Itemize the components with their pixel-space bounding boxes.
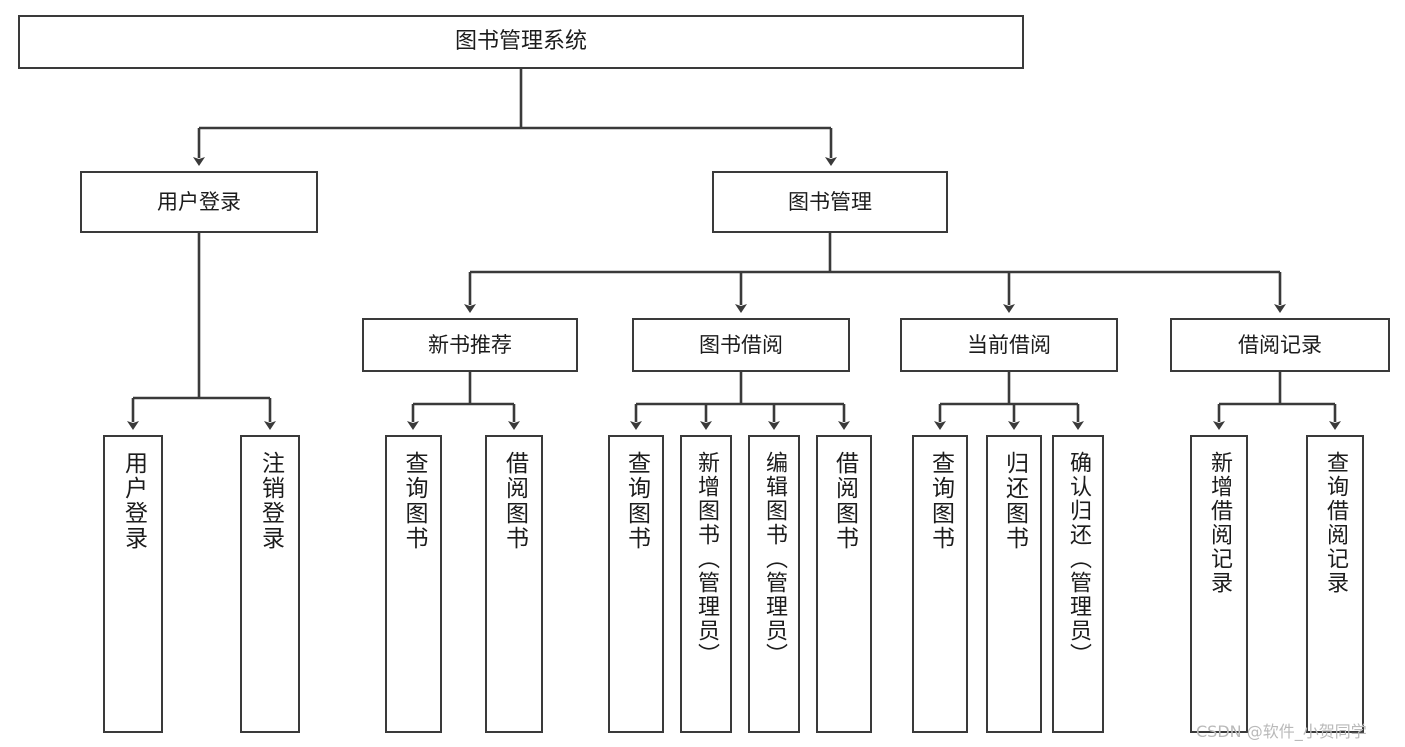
node-book-manage-label: 图书管理 [788, 189, 872, 214]
node-leaf-return-book-label: 归还图书 [1001, 451, 1028, 551]
node-leaf-query-book-3[interactable]: 查询图书 [912, 435, 968, 733]
node-leaf-query-record[interactable]: 查询借阅记录 [1306, 435, 1364, 733]
node-leaf-user-login[interactable]: 用户登录 [103, 435, 163, 733]
node-current-borrow-label: 当前借阅 [967, 332, 1051, 357]
node-leaf-query-book-1-label: 查询图书 [401, 451, 427, 551]
node-user-login-label: 用户登录 [157, 189, 241, 214]
node-root-label: 图书管理系统 [454, 29, 587, 55]
node-leaf-logout-label: 注销登录 [257, 451, 284, 551]
node-leaf-borrow-book-2[interactable]: 借阅图书 [816, 435, 872, 733]
node-leaf-borrow-book-1-label: 借阅图书 [501, 451, 528, 551]
node-leaf-add-record-label: 新增借阅记录 [1207, 451, 1232, 595]
node-leaf-query-book-3-label: 查询图书 [927, 451, 954, 551]
node-leaf-add-book-label: 新增图书（管理员） [694, 451, 719, 667]
node-leaf-add-record[interactable]: 新增借阅记录 [1190, 435, 1248, 733]
node-leaf-query-book-1[interactable]: 查询图书 [385, 435, 442, 733]
node-leaf-query-record-label: 查询借阅记录 [1323, 451, 1348, 595]
node-book-borrow[interactable]: 图书借阅 [632, 318, 850, 372]
node-leaf-confirm-return[interactable]: 确认归还（管理员） [1052, 435, 1104, 733]
node-root[interactable]: 图书管理系统 [18, 15, 1024, 69]
node-new-book-rec[interactable]: 新书推荐 [362, 318, 578, 372]
node-leaf-edit-book[interactable]: 编辑图书（管理员） [748, 435, 800, 733]
node-user-login[interactable]: 用户登录 [80, 171, 318, 233]
node-leaf-edit-book-label: 编辑图书（管理员） [762, 451, 787, 667]
node-leaf-logout[interactable]: 注销登录 [240, 435, 300, 733]
node-leaf-confirm-return-label: 确认归还（管理员） [1066, 451, 1091, 667]
node-leaf-query-book-2-label: 查询图书 [623, 451, 650, 551]
node-leaf-borrow-book-2-label: 借阅图书 [831, 451, 858, 551]
node-new-book-rec-label: 新书推荐 [428, 332, 512, 357]
node-book-borrow-label: 图书借阅 [699, 332, 783, 357]
node-leaf-add-book[interactable]: 新增图书（管理员） [680, 435, 732, 733]
node-leaf-return-book[interactable]: 归还图书 [986, 435, 1042, 733]
node-leaf-user-login-label: 用户登录 [120, 451, 147, 551]
node-borrow-record[interactable]: 借阅记录 [1170, 318, 1390, 372]
node-leaf-query-book-2[interactable]: 查询图书 [608, 435, 664, 733]
node-leaf-borrow-book-1[interactable]: 借阅图书 [485, 435, 543, 733]
node-borrow-record-label: 借阅记录 [1238, 332, 1322, 357]
node-book-manage[interactable]: 图书管理 [712, 171, 948, 233]
node-current-borrow[interactable]: 当前借阅 [900, 318, 1118, 372]
csdn-watermark: CSDN @软件_小贺同学 [1196, 722, 1367, 741]
